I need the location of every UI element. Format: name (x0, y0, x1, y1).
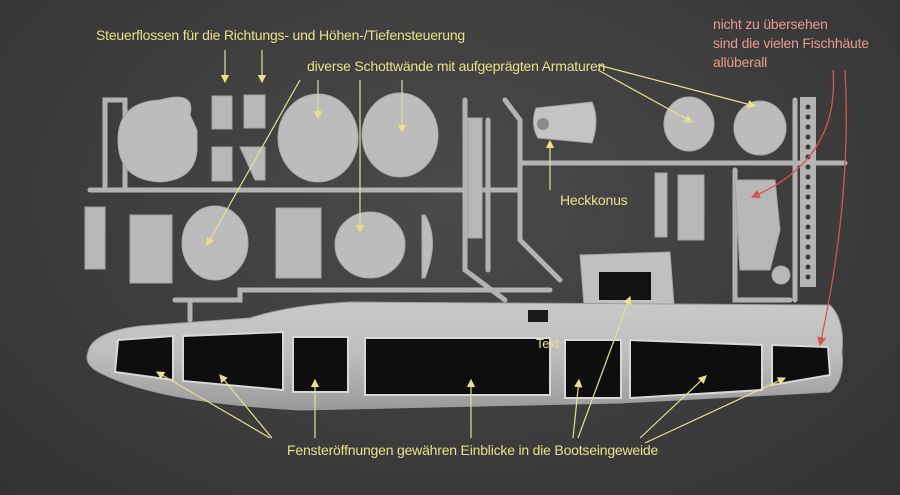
annotation-placeholder-text: Text (536, 336, 560, 351)
annotation-windows: Fensteröffnungen gewähren Einblicke in d… (287, 442, 659, 458)
annotation-arrows-red (750, 69, 847, 347)
annotation-fish-skins-line1: nicht zu übersehen (713, 16, 828, 32)
annotation-arrows (155, 50, 787, 444)
ladder-part (800, 97, 816, 287)
annotation-bulkheads: diverse Schottwände mit aufgeprägten Arm… (307, 58, 606, 74)
submarine-hull (86, 251, 843, 411)
small-parts (84, 94, 791, 285)
sprue-runners (87, 97, 848, 323)
annotation-stern-cone: Heckkonus (560, 192, 628, 208)
annotation-fins: Steuerflossen für die Richtungs- und Höh… (96, 27, 466, 43)
bulkheads (117, 92, 787, 281)
annotation-fish-skins-line3: allüberall (713, 54, 768, 70)
stern-cone-part (532, 101, 597, 144)
annotation-fish-skins-line2: sind die vielen Fischhäute (713, 35, 869, 51)
annotation-fish-skins: nicht zu übersehen sind die vielen Fisch… (713, 15, 869, 72)
